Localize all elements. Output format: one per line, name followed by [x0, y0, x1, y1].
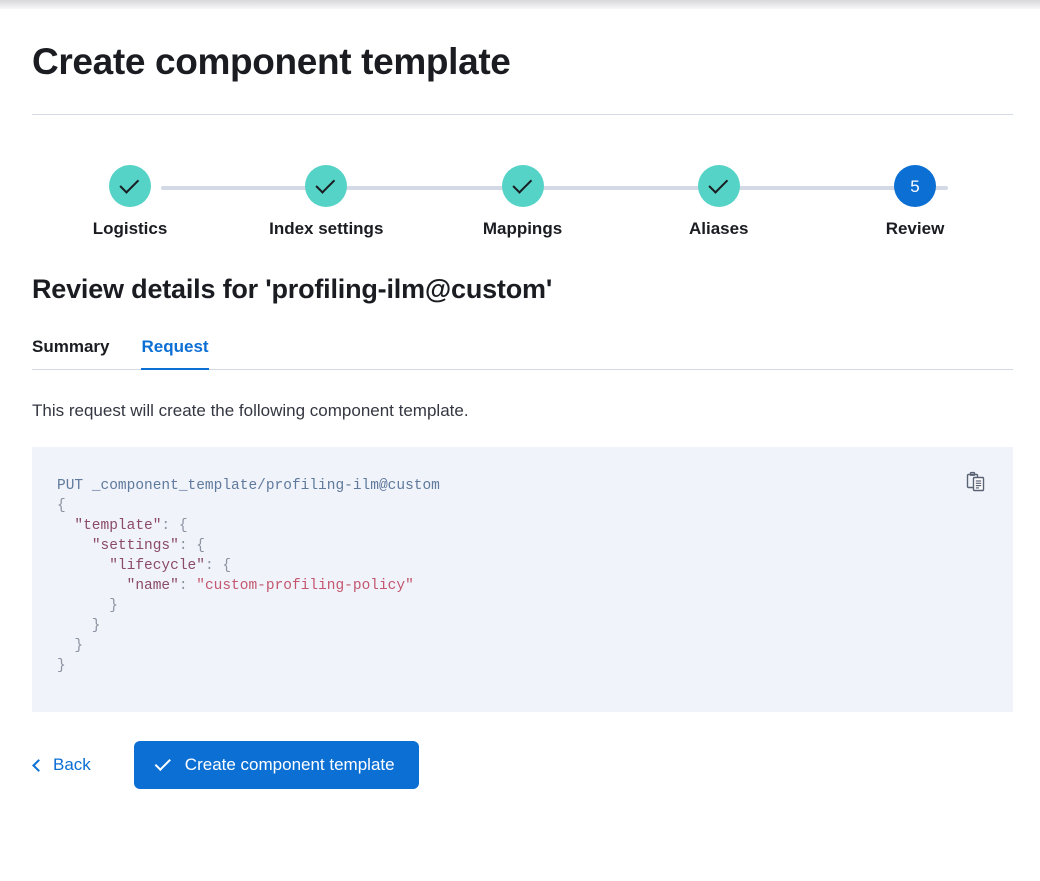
stepper-track: [161, 186, 948, 190]
review-heading: Review details for 'profiling-ilm@custom…: [32, 274, 553, 304]
copy-to-clipboard-button[interactable]: [963, 469, 989, 495]
code-http-method: PUT: [57, 478, 84, 494]
step-logistics[interactable]: Logistics: [32, 165, 228, 239]
code-key-settings: "settings": [91, 538, 179, 554]
step-aliases[interactable]: Aliases: [621, 165, 817, 239]
check-icon: [315, 173, 336, 194]
code-key-name: "name": [126, 578, 179, 594]
code-line-close-2: }: [57, 618, 101, 634]
check-icon: [119, 173, 140, 194]
request-code-block: PUT _component_template/profiling-ilm@cu…: [32, 447, 1013, 676]
code-key-lifecycle: "lifecycle": [109, 558, 205, 574]
code-line-open-brace: {: [57, 498, 66, 514]
check-icon: [708, 173, 728, 194]
chevron-left-icon: [32, 758, 45, 772]
tab-request[interactable]: Request: [141, 337, 209, 370]
step-logistics-label: Logistics: [92, 219, 168, 238]
request-code-panel: PUT _component_template/profiling-ilm@cu…: [32, 447, 1013, 712]
create-component-template-button-label: Create component template: [184, 755, 395, 774]
code-http-path-space: [83, 478, 92, 494]
title-divider: [32, 114, 1013, 115]
code-indent: [57, 538, 92, 554]
request-description: This request will create the following c…: [32, 401, 469, 420]
step-review[interactable]: 5 Review: [817, 165, 1013, 239]
step-mappings-label: Mappings: [482, 219, 563, 238]
check-icon: [511, 173, 532, 194]
code-punct: :: [178, 578, 197, 594]
code-line-close-4: }: [57, 658, 66, 674]
step-index-settings[interactable]: Index settings: [228, 165, 424, 239]
browser-chrome-strip: [0, 0, 1040, 9]
back-button-label: Back: [53, 755, 91, 774]
tab-summary[interactable]: Summary: [32, 337, 109, 370]
create-component-template-page: Create component template Logistics Inde…: [0, 9, 1040, 881]
wizard-footer: Back Create component template: [32, 741, 1013, 789]
wizard-stepper: Logistics Index settings Mappings: [32, 165, 1013, 247]
step-aliases-indicator: [697, 165, 740, 207]
step-review-number: 5: [910, 176, 920, 196]
step-index-settings-label: Index settings: [269, 219, 384, 238]
clipboard-copy-icon: [966, 471, 985, 492]
code-indent: [57, 518, 74, 534]
step-index-settings-indicator: [305, 165, 348, 207]
code-punct: : {: [161, 518, 188, 534]
step-logistics-indicator: [109, 165, 151, 207]
step-mappings[interactable]: Mappings: [425, 165, 621, 239]
code-line-close-1: }: [57, 598, 118, 614]
check-icon: [154, 754, 171, 772]
step-mappings-indicator: [501, 165, 544, 207]
code-indent: [57, 578, 127, 594]
step-aliases-label: Aliases: [688, 219, 749, 238]
back-button[interactable]: Back: [32, 749, 93, 781]
review-tabs: Summary Request: [32, 337, 1013, 370]
code-punct: : {: [204, 558, 232, 574]
code-value-name: "custom-profiling-policy": [196, 578, 414, 594]
code-key-template: "template": [74, 518, 162, 534]
code-line-close-3: }: [57, 638, 84, 654]
code-indent: [57, 558, 109, 574]
step-review-indicator: 5: [894, 165, 936, 207]
step-review-label: Review: [885, 219, 945, 238]
code-http-path: _component_template/profiling-ilm@custom: [91, 478, 440, 494]
page-title: Create component template: [32, 41, 511, 82]
code-punct: : {: [178, 538, 205, 554]
create-component-template-button[interactable]: Create component template: [133, 741, 419, 789]
